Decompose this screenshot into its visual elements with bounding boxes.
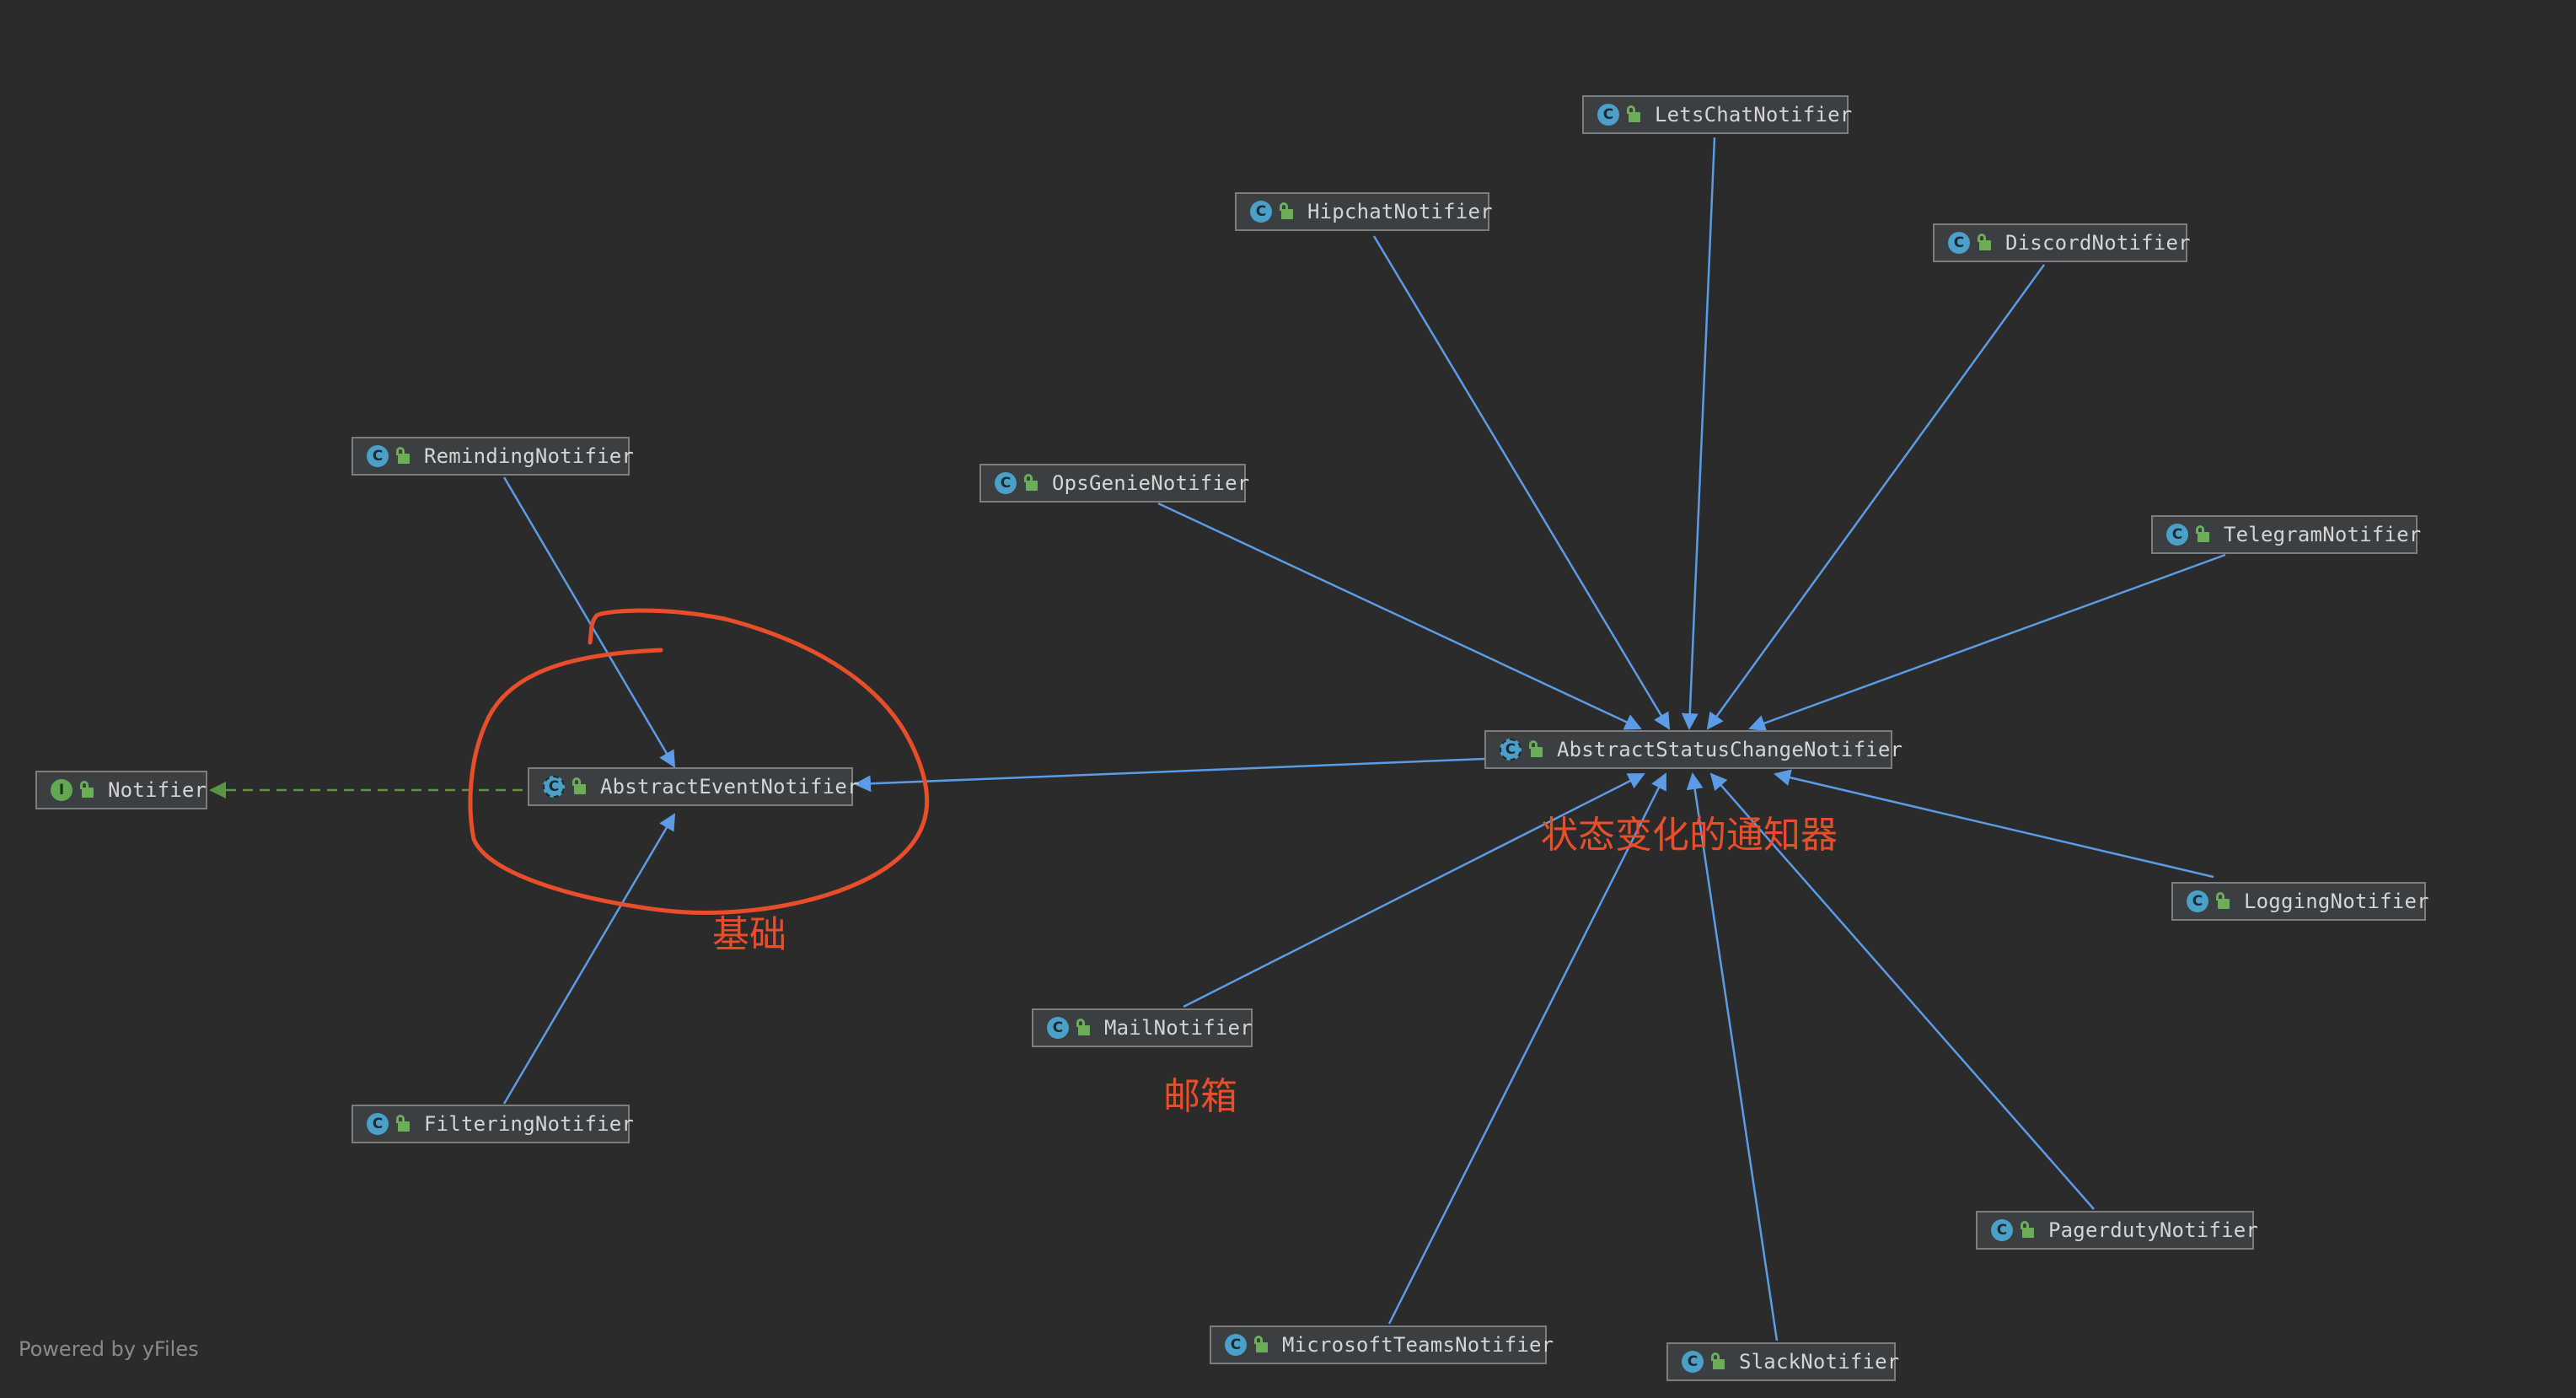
annotation-status-change: 状态变化的通知器 [1541,814,1838,857]
class-icon: C [367,1113,389,1135]
node-hipchat-notifier[interactable]: C HipchatNotifier [1235,192,1493,231]
edge-letschat-extends-abstract-status [1681,137,1716,730]
edge-filtering-extends-abstract-event [502,813,676,1105]
node-mail-notifier[interactable]: C MailNotifier [1032,1008,1253,1047]
public-lock-icon [395,447,411,465]
edge-opsgenie-extends-abstract-status [1157,502,1642,730]
edge-abstract-status-extends-abstract-event [854,757,1485,793]
public-lock-icon [1977,234,1992,252]
public-lock-icon [2215,892,2230,911]
class-icon: C [1948,232,1970,254]
node-logging-notifier[interactable]: C LoggingNotifier [2171,882,2429,921]
class-icon: C [995,472,1017,494]
edge-msteams-extends-abstract-status [1387,772,1667,1325]
node-label: FilteringNotifier [424,1112,635,1136]
class-icon: C [1991,1219,2013,1241]
edge-hipchat-extends-abstract-status [1372,235,1671,730]
class-icon: C [1250,201,1272,223]
node-filtering-notifier[interactable]: C FilteringNotifier [352,1105,634,1143]
node-notifier[interactable]: I Notifier [35,771,207,809]
edge-pagerduty-extends-abstract-status [1709,772,2095,1210]
public-lock-icon [1528,740,1543,759]
node-label: LoggingNotifier [2244,890,2429,913]
node-label: RemindingNotifier [424,444,635,468]
node-reminding-notifier[interactable]: C RemindingNotifier [352,437,634,476]
edge-mail-extends-abstract-status [1183,772,1645,1008]
node-label: DiscordNotifier [2005,231,2191,255]
public-lock-icon [1279,202,1294,221]
public-lock-icon [2195,525,2210,544]
node-letschat-notifier[interactable]: C LetsChatNotifier [1582,95,1853,134]
node-label: SlackNotifier [1739,1350,1900,1374]
node-label: AbstractEventNotifier [600,775,860,798]
public-lock-icon [1253,1336,1269,1354]
interface-icon: I [51,779,72,801]
annotation-base: 基础 [712,913,786,956]
public-lock-icon [1076,1019,1091,1037]
node-label: AbstractStatusChangeNotifier [1557,738,1903,761]
node-abstract-status-change-notifier[interactable]: C AbstractStatusChangeNotifier [1484,730,1902,769]
annotation-mail: 邮箱 [1163,1075,1237,1118]
node-telegram-notifier[interactable]: C TelegramNotifier [2151,515,2422,554]
public-lock-icon [1626,105,1641,124]
edge-logging-extends-abstract-status [1774,769,2214,879]
node-label: OpsGenieNotifier [1052,471,1250,495]
node-microsoft-teams-notifier[interactable]: C MicrosoftTeamsNotifier [1210,1325,1554,1364]
class-icon: C [367,445,389,467]
public-lock-icon [395,1115,411,1133]
node-slack-notifier[interactable]: C SlackNotifier [1666,1342,1900,1381]
node-label: TelegramNotifier [2224,523,2422,546]
node-label: MicrosoftTeamsNotifier [1282,1333,1554,1357]
abstract-class-icon: C [543,776,565,798]
node-label: MailNotifier [1104,1016,1253,1040]
public-lock-icon [2020,1221,2035,1239]
node-discord-notifier[interactable]: C DiscordNotifier [1933,223,2191,262]
edge-slack-extends-abstract-status [1686,772,1779,1342]
class-icon: C [1682,1351,1704,1373]
edge-reminding-extends-abstract-event [502,476,676,768]
class-icon: C [2187,890,2208,912]
node-label: LetsChatNotifier [1655,103,1853,126]
public-lock-icon [572,777,587,796]
class-icon: C [1597,104,1619,126]
public-lock-icon [79,781,94,799]
public-lock-icon [1710,1352,1725,1371]
powered-by-footer: Powered by yFiles [19,1337,199,1361]
class-icon: C [1047,1017,1069,1039]
node-abstract-event-notifier[interactable]: C AbstractEventNotifier [528,767,859,806]
node-label: Notifier [108,778,207,802]
abstract-class-icon: C [1500,739,1521,761]
node-pagerduty-notifier[interactable]: C PagerdutyNotifier [1976,1211,2258,1250]
class-icon: C [2166,524,2188,546]
edge-discord-extends-abstract-status [1706,264,2046,730]
annotation-circle [468,608,930,916]
node-label: HipchatNotifier [1307,200,1493,223]
public-lock-icon [1023,474,1038,492]
edge-telegram-extends-abstract-status [1748,553,2226,732]
node-label: PagerdutyNotifier [2048,1218,2259,1242]
node-opsgenie-notifier[interactable]: C OpsGenieNotifier [979,464,1250,503]
class-icon: C [1225,1334,1247,1356]
